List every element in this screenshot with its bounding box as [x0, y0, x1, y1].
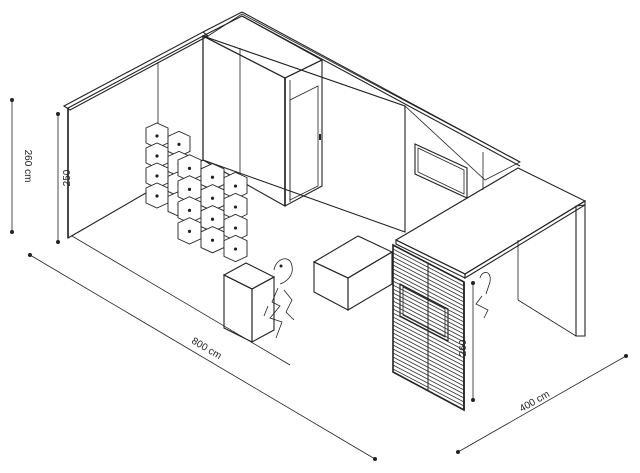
bench — [312, 235, 394, 311]
counter-screen — [399, 283, 449, 342]
shelf-joint — [210, 238, 215, 242]
shelf-joint — [155, 174, 159, 178]
slat-panel — [392, 248, 465, 407]
storage-room — [201, 15, 324, 207]
storage-door — [289, 85, 319, 201]
shelf-joint — [187, 187, 192, 191]
shelf-joint — [233, 205, 238, 209]
bar-stool-2 — [475, 272, 491, 319]
shelf-joint — [210, 196, 215, 200]
shelf-joint — [210, 217, 215, 221]
door-handle-icon — [319, 134, 321, 140]
reception-counter — [392, 167, 587, 412]
shelf-joint — [155, 154, 159, 158]
wall-monitor — [414, 143, 468, 199]
floor-outline — [71, 235, 291, 366]
shelf-joint — [233, 184, 238, 188]
shelf-joint — [233, 226, 238, 230]
back-wall — [202, 11, 521, 233]
dimension-depth-label: 400 cm — [518, 389, 552, 415]
bar-stool — [263, 258, 295, 339]
shelf-joint — [187, 166, 192, 170]
dimension-depth: 400 cm — [456, 354, 628, 454]
shelf-joint — [187, 229, 192, 233]
dimension-overall-height: 260 cm — [10, 98, 33, 234]
dimension-length: 800 cm — [28, 253, 377, 461]
small-counter — [222, 262, 276, 343]
shelf-joint — [233, 247, 238, 251]
shelf-joint — [155, 194, 159, 198]
hex-shelf-front — [177, 154, 248, 263]
dimension-overall-height-label: 260 cm — [22, 150, 33, 183]
shelf-joint — [155, 134, 159, 138]
shelf-joint — [187, 208, 192, 212]
dimension-wall-height: 250 — [56, 112, 73, 244]
shelf-joint — [210, 175, 215, 179]
dimension-length-label: 800 cm — [189, 336, 223, 362]
shelf-joint — [177, 142, 181, 146]
